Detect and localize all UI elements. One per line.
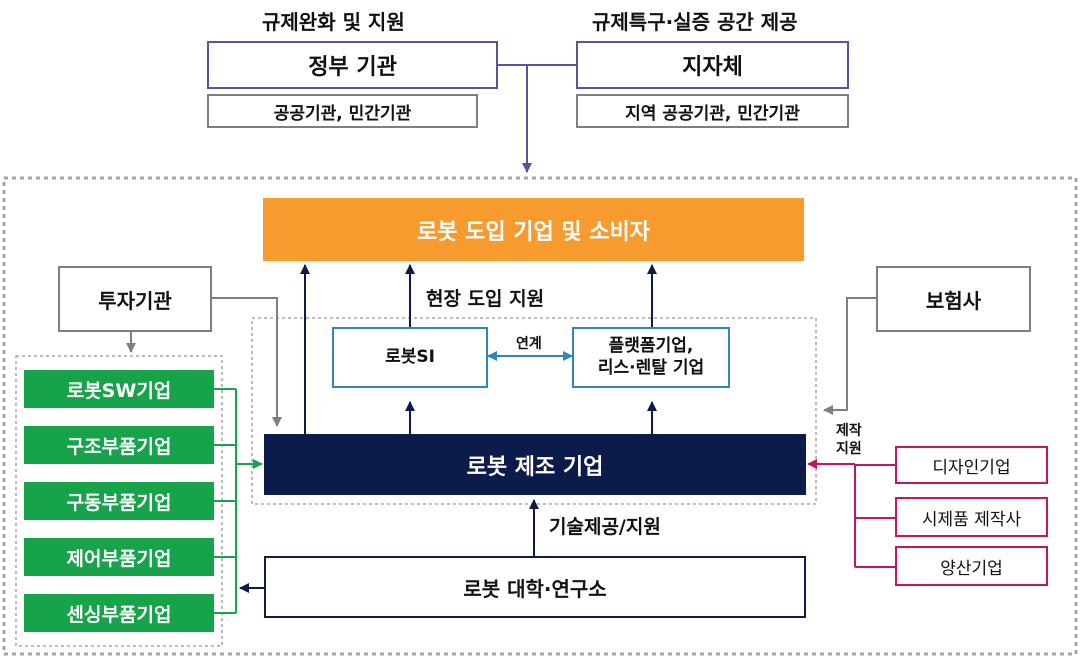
manufacturer-box: 로봇 제조 기업 <box>264 434 806 495</box>
component-company-control: 제어부품기업 <box>24 538 214 576</box>
link-label: 연계 <box>516 336 542 352</box>
platform-line-1: 플랫폼기업, <box>608 336 694 357</box>
local-sub-box: 지역 공공기관, 민간기관 <box>576 94 849 128</box>
platform-box: 플랫폼기업, 리스·렌탈 기업 <box>572 327 730 388</box>
platform-line-2: 리스·렌탈 기업 <box>597 357 705 378</box>
component-company-drive: 구동부품기업 <box>24 482 214 520</box>
production-support-line-2: 지원 <box>836 441 862 458</box>
mass-production-box: 양산기업 <box>895 546 1048 586</box>
production-support-label: 제작 지원 <box>836 422 862 458</box>
local-caption: 규제특구·실증 공간 제공 <box>592 10 798 34</box>
insurer-box: 보험사 <box>876 266 1031 332</box>
investor-box: 투자기관 <box>58 266 212 332</box>
ecosystem-frame <box>2 176 1078 656</box>
tech-support-label: 기술제공/지원 <box>549 516 661 538</box>
robot-si-box: 로봇SI <box>332 327 488 388</box>
prototype-maker-box: 시제품 제작사 <box>895 497 1048 537</box>
production-support-line-1: 제작 <box>836 423 862 439</box>
component-company-structure: 구조부품기업 <box>24 426 214 464</box>
government-box: 정부 기관 <box>207 41 498 89</box>
local-government-box: 지자체 <box>576 41 849 89</box>
field-support-label: 현장 도입 지원 <box>426 288 545 310</box>
component-company-sw: 로봇SW기업 <box>24 370 214 408</box>
design-company-box: 디자인기업 <box>895 446 1048 484</box>
component-company-sensing: 센싱부품기업 <box>24 594 214 632</box>
university-box: 로봇 대학·연구소 <box>264 556 806 618</box>
government-sub-box: 공공기관, 민간기관 <box>207 94 478 128</box>
adopters-box: 로봇 도입 기업 및 소비자 <box>263 198 804 261</box>
gov-caption: 규제완화 및 지원 <box>262 10 405 34</box>
